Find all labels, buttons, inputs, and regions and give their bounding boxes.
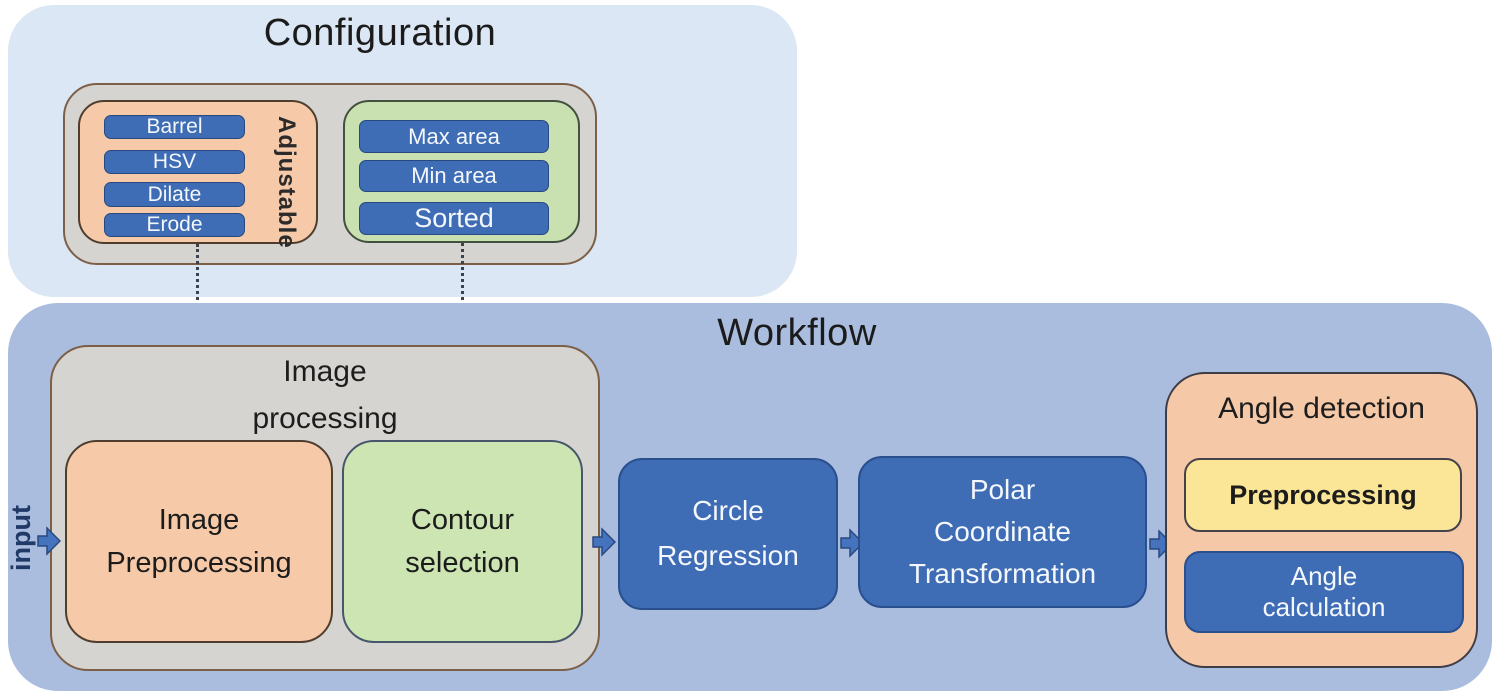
angle-calculation-box: Angle calculation: [1184, 551, 1464, 633]
hsv-button: HSV: [104, 150, 245, 174]
contour-selection-box: Contour selection: [342, 440, 583, 643]
input-label: input: [5, 505, 36, 571]
input-arrow-icon: [37, 526, 61, 556]
min-area-button: Min area: [359, 160, 549, 192]
erode-button: Erode: [104, 213, 245, 237]
workflow-title: Workflow: [717, 312, 877, 354]
sorted-button: Sorted: [359, 202, 549, 235]
barrel-button: Barrel: [104, 115, 245, 139]
image-processing-title: Image processing: [252, 355, 398, 435]
area-params-box: Max area Min area Sorted: [343, 100, 580, 243]
dilate-button: Dilate: [104, 182, 245, 207]
polar-coordinate-transformation-box: Polar Coordinate Transformation: [858, 456, 1147, 608]
arrow-to-circle-regression-icon: [592, 527, 616, 557]
circle-regression-box: Circle Regression: [618, 458, 838, 610]
image-preprocessing-box: Image Preprocessing: [65, 440, 333, 643]
configuration-title: Configuration: [263, 12, 497, 54]
adjustable-label: Adjustable: [273, 116, 300, 249]
max-area-button: Max area: [359, 120, 549, 153]
angle-preprocessing-box: Preprocessing: [1184, 458, 1462, 532]
arrow-to-polar-icon: [840, 528, 864, 558]
adjustable-params-box: Barrel HSV Dilate Erode Adjustable: [78, 100, 318, 249]
angle-detection-title: Angle detection: [1218, 392, 1425, 425]
